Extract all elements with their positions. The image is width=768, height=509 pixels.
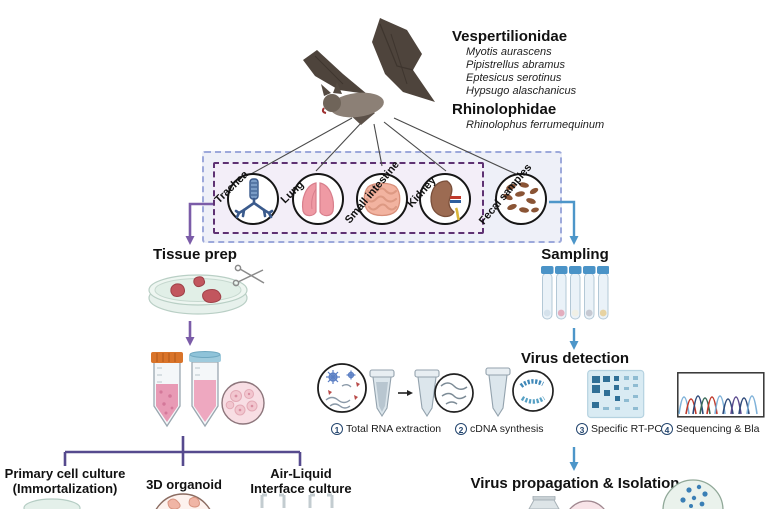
sequencing-chromatogram-icon: [677, 372, 765, 418]
sample-circle-trachea: [227, 173, 279, 225]
family-name: Vespertilionidae: [452, 28, 568, 45]
outcome-line: Air-Liquid: [270, 466, 332, 481]
transwell-inserts-icon: [260, 493, 334, 508]
virus-detection-title: Virus detection: [520, 350, 630, 367]
step-sequencing-blast: 4 Sequencing & Bla: [661, 423, 759, 435]
cdna-strands-icon: [512, 370, 554, 412]
arrowhead: [569, 341, 579, 350]
falcon-tubes-icon: [151, 351, 265, 428]
sampling-title: Sampling: [541, 246, 609, 263]
step-label-text: Sequencing & Bla: [676, 423, 760, 435]
isolated-virus-circle-icon: [662, 479, 724, 509]
culture-flask-icon: [528, 496, 560, 509]
sampling-tubes-icon: [541, 266, 609, 320]
arrowhead: [185, 337, 195, 346]
sample-circle-kidney: [419, 173, 471, 225]
rna-extraction-icon: [369, 369, 474, 418]
step-label-text: Specific RT-PCR: [591, 423, 670, 435]
step-specific-rt-pcr: 3 Specific RT-PCR: [576, 423, 670, 435]
family-name: Rhinolophidae: [452, 101, 557, 118]
step-label-text: cDNA synthesis: [470, 423, 544, 435]
virus-propagation-title: Virus propagation & Isolation: [470, 475, 680, 492]
step-number-badge: 2: [455, 423, 467, 435]
species-name: Myotis aurascens: [466, 46, 552, 58]
step-cdna-synthesis: 2 cDNA synthesis: [455, 423, 544, 435]
species-name: Hypsugo alaschanicus: [466, 85, 577, 97]
step-number-badge: 1: [331, 423, 343, 435]
outcome-line: 3D organoid: [146, 477, 222, 492]
species-name: Rhinolophus ferrumequinum: [466, 119, 605, 131]
outcome-line: (Immortalization): [12, 481, 118, 496]
sample-circle-fecal: [495, 173, 547, 225]
arrow-samples-to-tissueprep: [188, 202, 213, 238]
virus-sample-icon: [317, 363, 367, 413]
outcome-line: Interface culture: [250, 481, 352, 496]
gel-electrophoresis-icon: [587, 369, 645, 419]
sample-circle-lung: [292, 173, 344, 225]
cdna-synthesis-icon: [485, 367, 554, 418]
bat-icon: [303, 18, 435, 125]
taxonomy-block: Vespertilionidae Myotis aurascens Pipist…: [452, 28, 604, 132]
lung-icon: [301, 182, 335, 217]
species-name: Eptesicus serotinus: [466, 72, 562, 84]
culture-dish-icon: [23, 498, 81, 509]
rna-strands-icon: [434, 373, 474, 413]
arrow-fecal-to-sampling: [549, 200, 576, 238]
outcome-line: Primary cell culture: [4, 466, 126, 481]
arrowhead: [569, 236, 579, 245]
trachea-icon: [234, 178, 274, 219]
kidney-icon: [430, 180, 461, 221]
arrowhead: [569, 462, 579, 471]
step-total-rna-extraction: 1 Total RNA extraction: [331, 423, 441, 435]
outcome-air-liquid: Air-Liquid Interface culture: [244, 466, 358, 496]
step-number-badge: 3: [576, 423, 588, 435]
step-number-badge: 4: [661, 423, 673, 435]
outcome-branch-bracket: [63, 436, 302, 466]
sample-circle-small-intestine: [356, 173, 408, 225]
outcome-3d-organoid: 3D organoid: [141, 477, 227, 492]
organoid-circle-icon: [155, 493, 211, 509]
species-name: Pipistrellus abramus: [466, 59, 566, 71]
infected-cells-circle-icon: [569, 500, 605, 509]
tissue-prep-title: Tissue prep: [153, 246, 237, 263]
fecal-samples-icon: [503, 182, 539, 213]
arrowhead: [185, 236, 195, 245]
bat-to-sample-lines: [250, 117, 519, 176]
petri-dish-icon: [148, 264, 265, 315]
outcome-primary-cell-culture: Primary cell culture (Immortalization): [0, 466, 130, 496]
step-label-text: Total RNA extraction: [346, 423, 442, 435]
small-intestine-icon: [363, 182, 401, 217]
scissors-icon: [232, 264, 265, 287]
